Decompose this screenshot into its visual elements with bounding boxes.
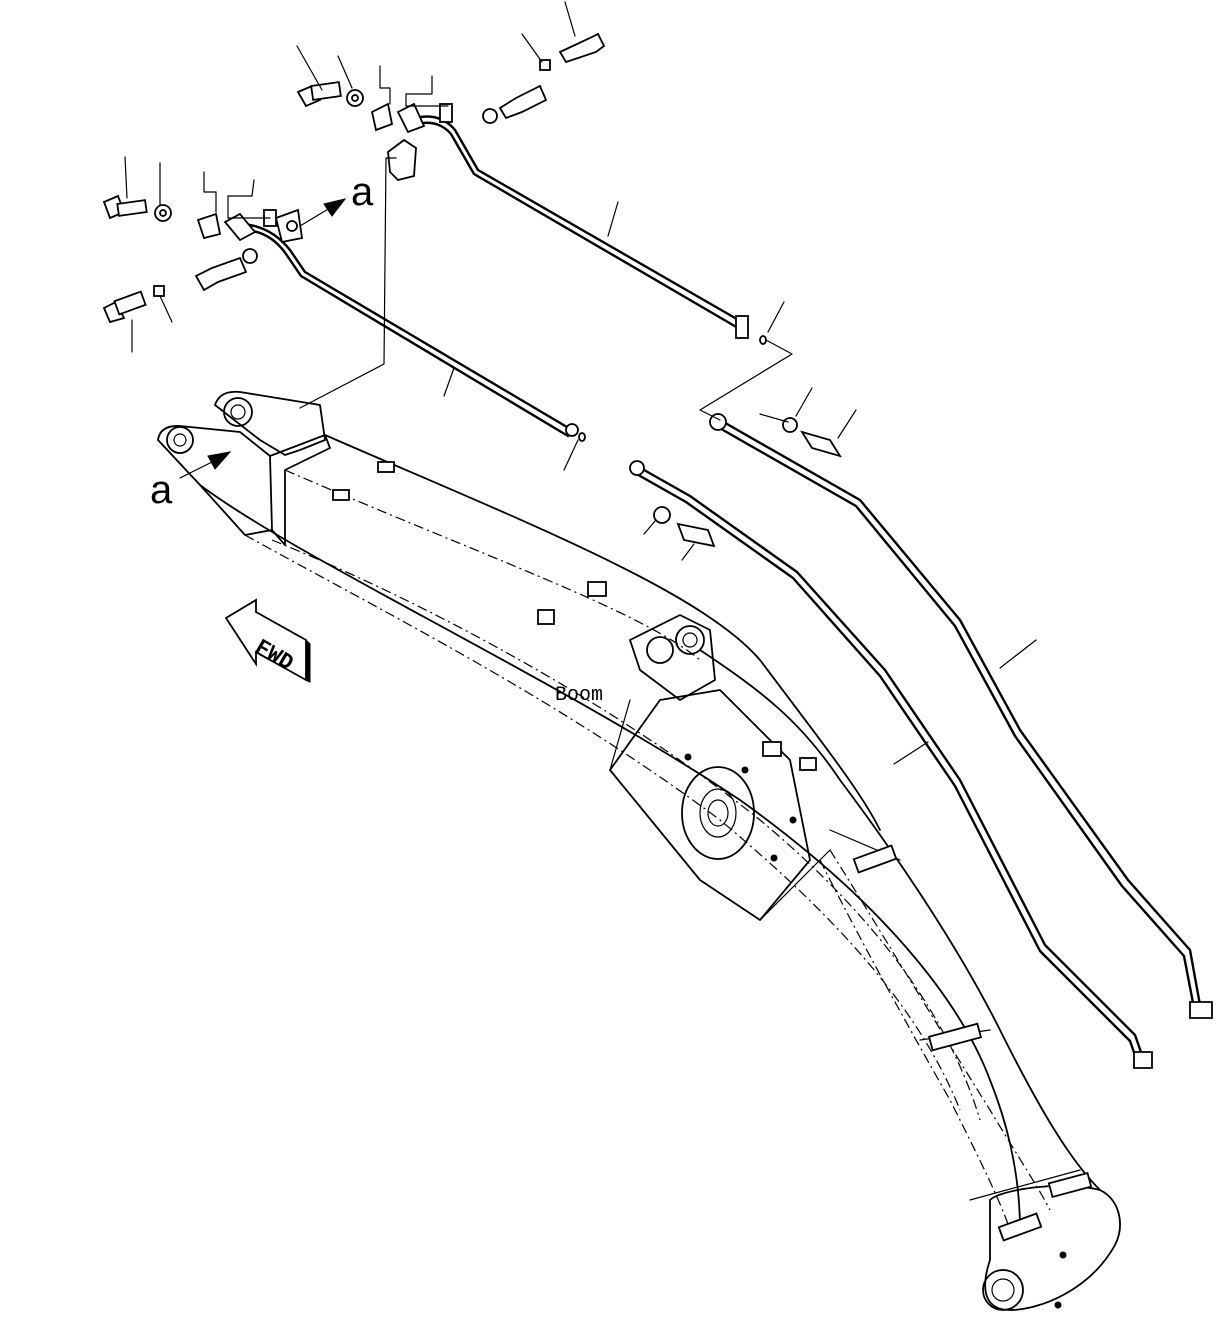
fwd-arrow-icon: FWD [224, 598, 311, 683]
leader-lines [124, 1, 1037, 765]
fittings-left-group [102, 194, 304, 324]
boom-label: Boom [555, 684, 603, 707]
ref-label-a-boom: a [150, 468, 173, 512]
boom-body [157, 390, 1121, 1311]
ref-arrow-top [299, 198, 347, 227]
pipe-upper-right [413, 115, 749, 339]
ref-arrow-boom [179, 451, 232, 479]
fittings-right-group [296, 32, 606, 181]
pipe-upper-left [238, 222, 579, 438]
ref-label-a-top: a [351, 170, 374, 214]
fittings-mid [578, 335, 843, 548]
pipe-lower-left [629, 460, 1153, 1069]
pipe-lower-right [709, 413, 1213, 1019]
